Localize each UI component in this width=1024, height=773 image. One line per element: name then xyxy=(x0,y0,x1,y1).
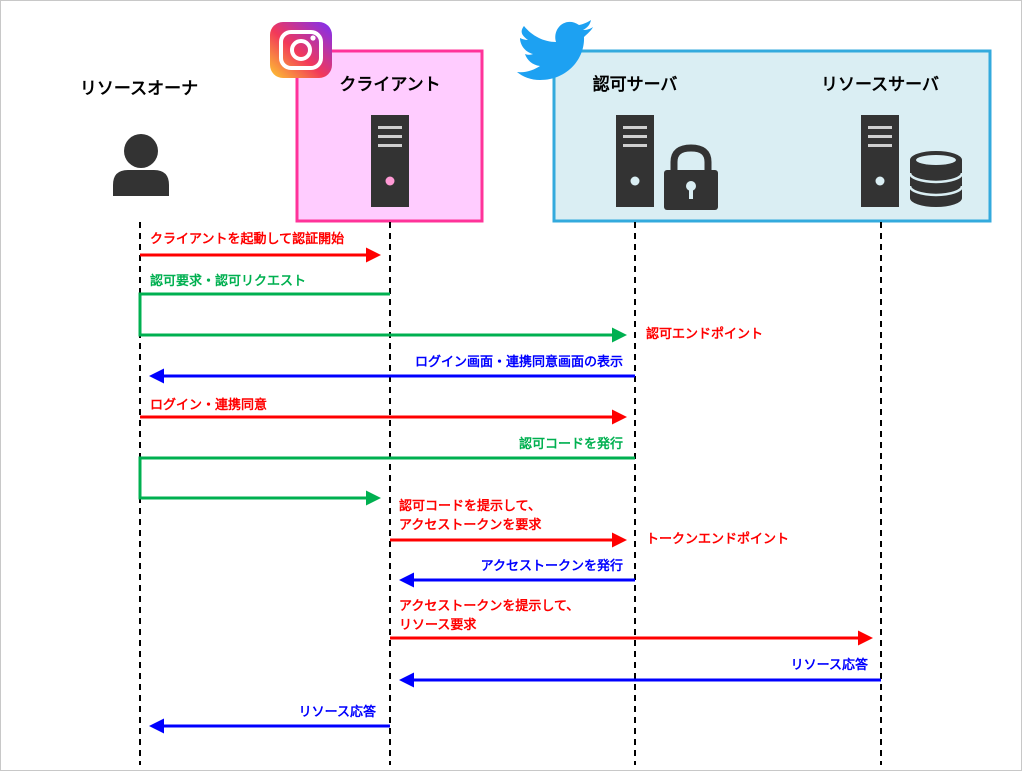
message-5: 認可コードを発行 xyxy=(138,436,635,506)
token-endpoint-label: トークンエンドポイント xyxy=(646,531,789,547)
actor-owner-label: リソースオーナ xyxy=(80,79,198,99)
message-7: アクセストークンを発行 xyxy=(399,558,635,588)
svg-text:認可コードを提示して、: 認可コードを提示して、 xyxy=(399,498,541,514)
svg-text:リソース応答: リソース応答 xyxy=(791,657,869,673)
auth-endpoint-label: 認可エンドポイント xyxy=(646,326,763,342)
message-3: ログイン画面・連携同意画面の表示 xyxy=(149,354,635,384)
svg-text:リソース応答: リソース応答 xyxy=(299,704,377,720)
message-1: クライアントを起動して認証開始 xyxy=(140,231,381,263)
message-10: リソース応答 xyxy=(149,704,390,734)
database-icon xyxy=(908,151,964,207)
svg-text:アクセストークンを発行: アクセストークンを発行 xyxy=(481,558,623,574)
svg-text:アクセストークンを要求: アクセストークンを要求 xyxy=(399,517,542,533)
person-icon xyxy=(113,134,169,196)
actor-auth-server-label: 認可サーバ xyxy=(593,74,678,95)
instagram-icon xyxy=(270,22,332,78)
lifelines xyxy=(139,222,882,765)
server-icon xyxy=(861,115,899,207)
server-icon xyxy=(616,115,654,207)
message-2: 認可要求・認可リクエスト xyxy=(138,273,627,343)
svg-text:認可要求・認可リクエスト: 認可要求・認可リクエスト xyxy=(150,273,306,289)
svg-text:アクセストークンを提示して、: アクセストークンを提示して、 xyxy=(399,598,579,614)
server-icon xyxy=(371,115,409,207)
svg-text:リソース要求: リソース要求 xyxy=(399,617,477,633)
lock-icon xyxy=(664,144,718,210)
svg-text:ログイン・連携同意: ログイン・連携同意 xyxy=(150,397,267,413)
message-9: リソース応答 xyxy=(399,657,881,688)
svg-text:クライアントを起動して認証開始: クライアントを起動して認証開始 xyxy=(150,231,344,247)
message-4: ログイン・連携同意 xyxy=(140,397,627,425)
svg-text:ログイン画面・連携同意画面の表示: ログイン画面・連携同意画面の表示 xyxy=(415,354,623,370)
message-8: アクセストークンを提示して、 リソース要求 xyxy=(390,598,873,646)
actor-resource-server-label: リソースサーバ xyxy=(821,75,939,95)
actor-client-label: クライアント xyxy=(339,75,440,95)
message-6: 認可コードを提示して、 アクセストークンを要求 xyxy=(390,498,627,548)
svg-text:認可コードを発行: 認可コードを発行 xyxy=(519,436,623,452)
twitter-bird-icon xyxy=(517,20,593,80)
